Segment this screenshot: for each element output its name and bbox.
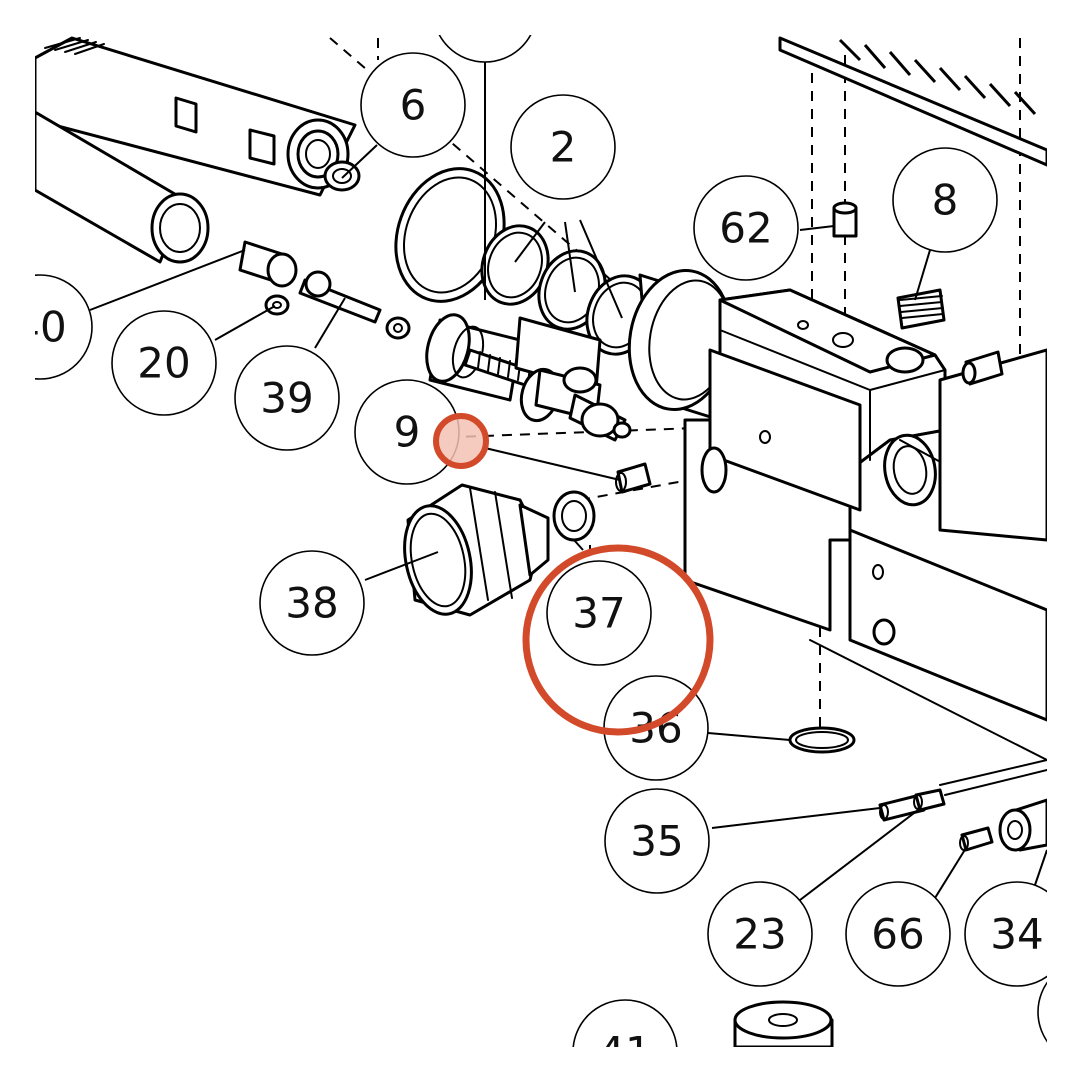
cylinder-41 bbox=[733, 1000, 834, 1047]
callout-2: 2 bbox=[510, 94, 616, 200]
highlight-ring-37 bbox=[522, 544, 714, 736]
callout-right-partial bbox=[1037, 981, 1047, 1043]
svg-text:37: 37 bbox=[572, 589, 625, 638]
svg-text:38: 38 bbox=[285, 579, 338, 628]
knob-38 bbox=[403, 483, 550, 617]
main-housing-block bbox=[627, 269, 1047, 761]
highlight-overlays bbox=[433, 413, 714, 736]
svg-text:2: 2 bbox=[550, 123, 577, 172]
svg-text:41: 41 bbox=[598, 1028, 651, 1077]
callout-34: 34 bbox=[964, 881, 1047, 987]
valve-assembly bbox=[425, 313, 632, 442]
small-dowel bbox=[615, 462, 652, 494]
callout-37: 37 bbox=[546, 560, 652, 666]
svg-text:39: 39 bbox=[260, 374, 313, 423]
ring-37 bbox=[552, 490, 596, 542]
callout-62: 62 bbox=[693, 175, 799, 281]
svg-text:9: 9 bbox=[394, 408, 421, 457]
callout-8: 8 bbox=[892, 147, 998, 253]
fitting-34 bbox=[998, 798, 1047, 852]
svg-text:66: 66 bbox=[871, 910, 924, 959]
svg-text:34: 34 bbox=[990, 910, 1043, 959]
callout-39: 39 bbox=[234, 345, 340, 451]
callout-top-partial bbox=[438, 35, 532, 63]
pin-39 bbox=[298, 270, 411, 340]
pin-62 bbox=[832, 201, 858, 238]
leader-lines bbox=[89, 62, 1047, 901]
pin-set-23 bbox=[878, 759, 1047, 822]
ring-36 bbox=[788, 726, 856, 754]
right-pin bbox=[961, 350, 1004, 386]
callout-66: 66 bbox=[845, 881, 951, 987]
callout-6: 6 bbox=[360, 52, 466, 158]
svg-text:20: 20 bbox=[137, 339, 190, 388]
callout-35: 35 bbox=[604, 788, 710, 894]
fitting-20 bbox=[238, 240, 298, 316]
set-screw-8 bbox=[896, 288, 946, 330]
svg-text:62: 62 bbox=[719, 204, 772, 253]
top-rail bbox=[778, 36, 1047, 167]
svg-text:23: 23 bbox=[733, 910, 786, 959]
lower-tube bbox=[35, 110, 210, 264]
callout-20: 20 bbox=[111, 310, 217, 416]
callout-23: 23 bbox=[707, 881, 813, 987]
callout-38: 38 bbox=[259, 550, 365, 656]
pin-66 bbox=[959, 826, 994, 852]
highlight-marker-9 bbox=[433, 413, 489, 469]
svg-text:8: 8 bbox=[932, 176, 959, 225]
svg-text:6: 6 bbox=[400, 81, 427, 130]
callout-41: 41 bbox=[572, 999, 678, 1077]
svg-text:35: 35 bbox=[630, 817, 683, 866]
svg-text:40: 40 bbox=[13, 303, 66, 352]
barrel-assembly bbox=[35, 36, 361, 197]
callout-40: 40 bbox=[13, 274, 93, 380]
